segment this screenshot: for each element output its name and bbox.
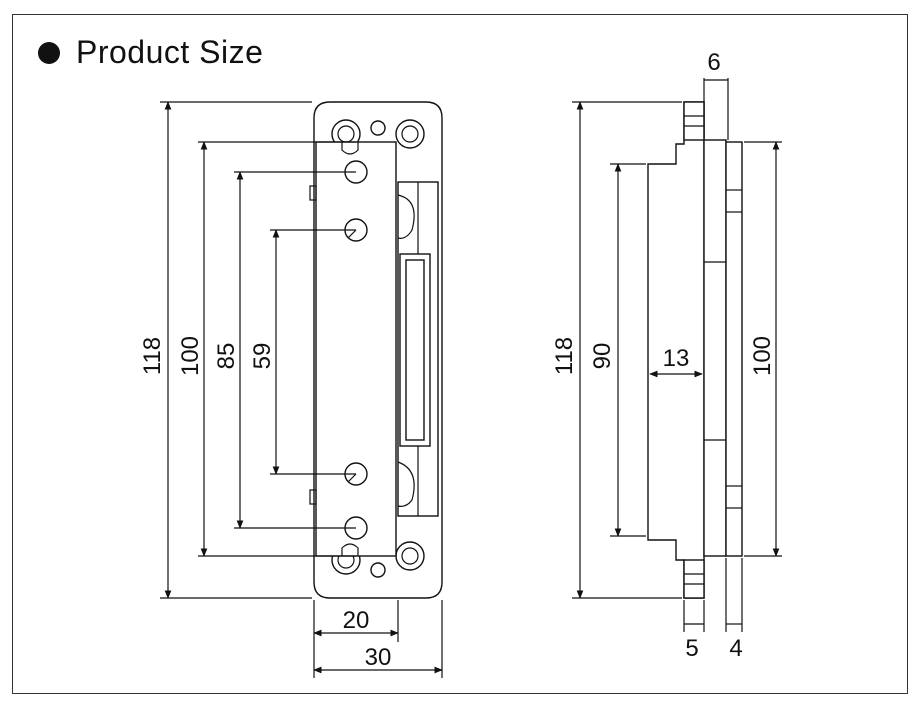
dim-118-front: 118: [139, 337, 166, 375]
side-view: 118 90 100 13 6 5 4: [551, 49, 782, 662]
dim-4-side: 4: [729, 635, 742, 662]
dim-20-front: 20: [343, 607, 370, 634]
title-text: Product Size: [76, 34, 264, 70]
dim-118-side: 118: [551, 337, 578, 375]
drawing-frame: [12, 14, 908, 694]
front-view: 118 100 85 59 20 30: [139, 101, 443, 678]
dim-90-side: 90: [589, 343, 616, 370]
dim-100-front: 100: [177, 336, 204, 376]
dim-30-front: 30: [365, 644, 392, 671]
dim-100-side: 100: [749, 336, 776, 376]
dim-59-front: 59: [249, 343, 276, 370]
bullet-icon: [38, 41, 60, 64]
dim-13-side: 13: [663, 345, 690, 372]
dim-5-side: 5: [685, 635, 698, 662]
section-title: Product Size: [38, 34, 263, 71]
dim-6-side: 6: [707, 49, 720, 76]
dim-85-front: 85: [213, 343, 240, 370]
